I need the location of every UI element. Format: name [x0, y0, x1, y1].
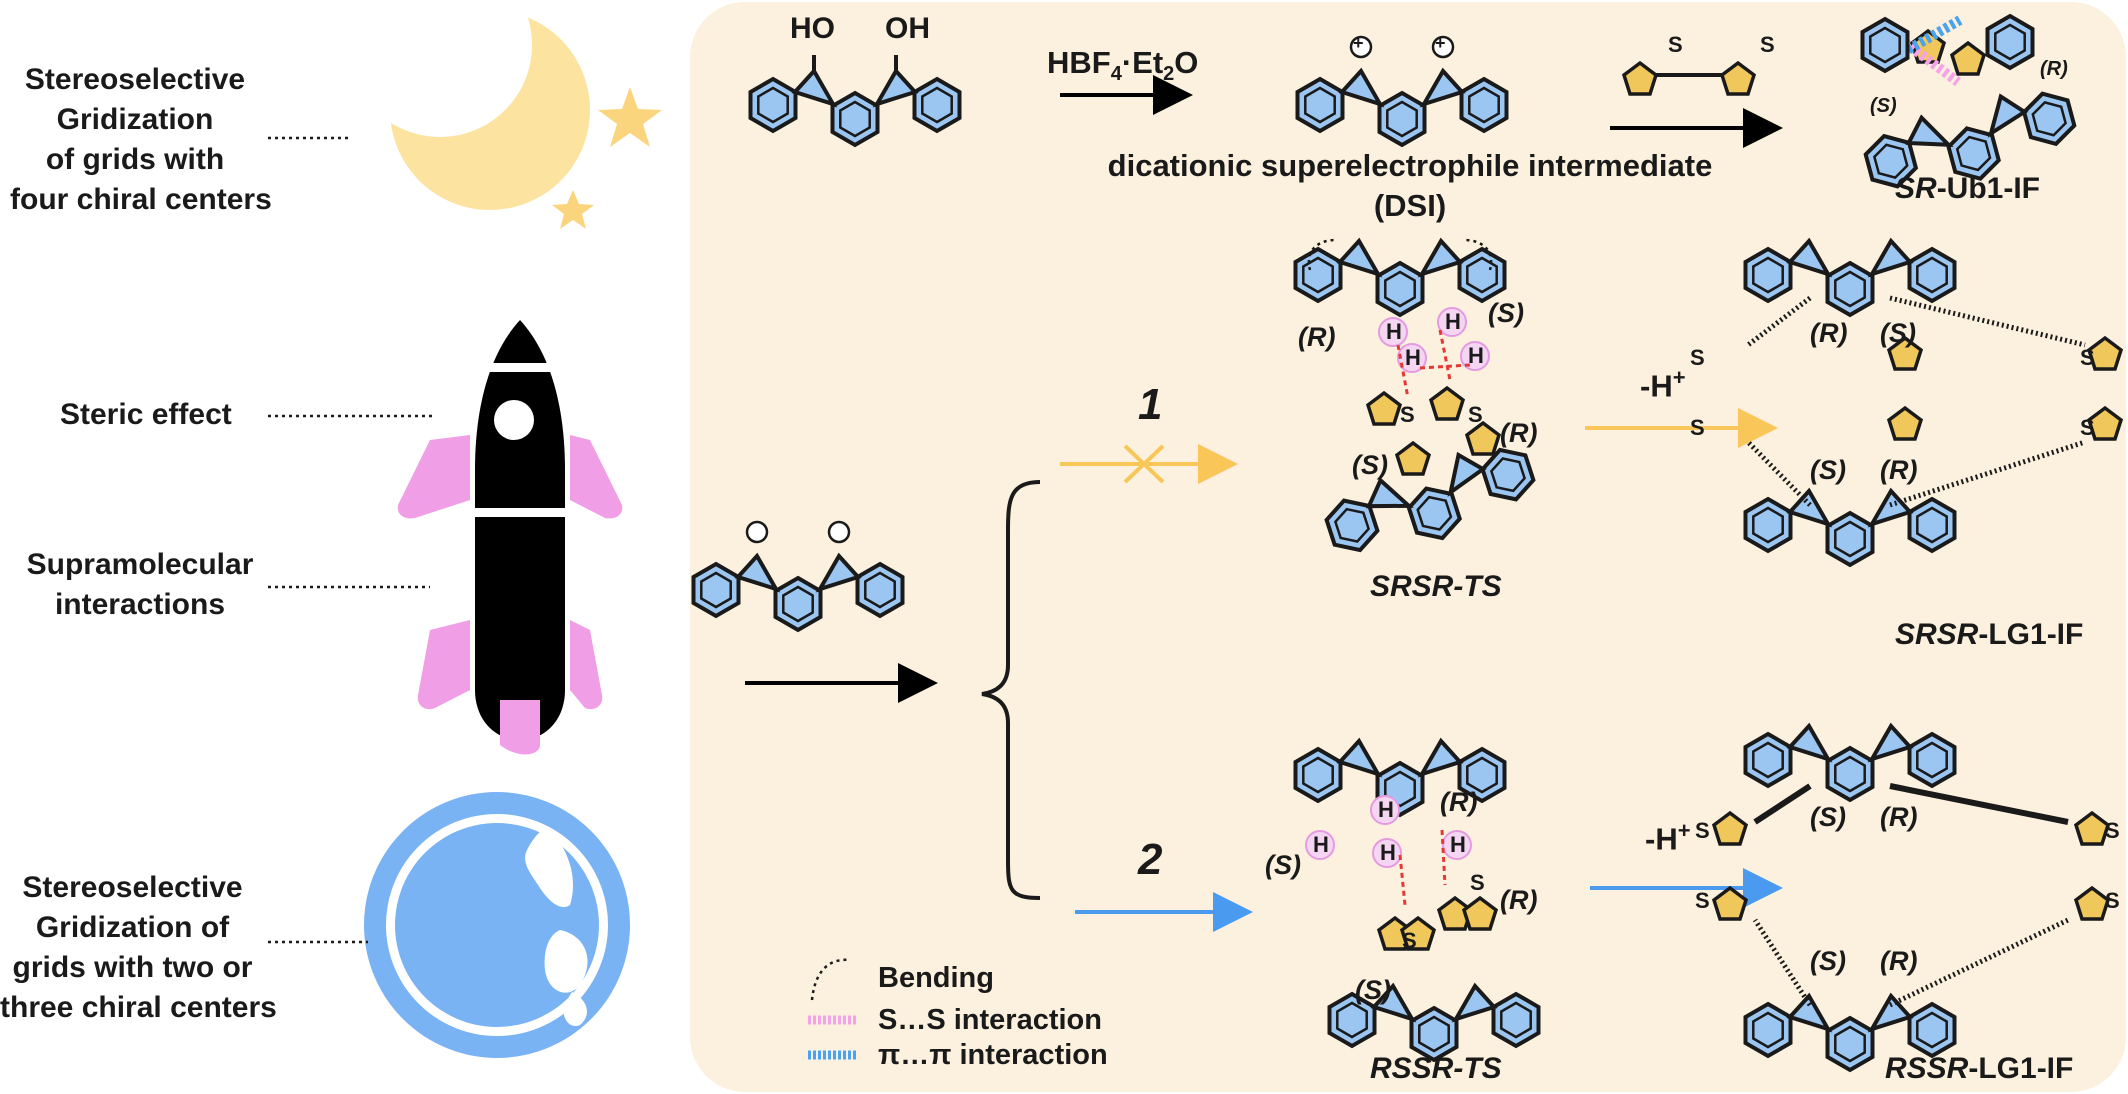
chirality-label: (R): [1500, 418, 1538, 448]
sulfur-label: S: [1470, 870, 1485, 895]
charge-label: +: [1353, 33, 1364, 53]
hydroxyl-label: HO: [790, 12, 835, 45]
sulfur-label: S: [1668, 32, 1683, 57]
sulfur-label: S: [1690, 345, 1705, 370]
srsr-ts-molecule: [1296, 238, 1542, 570]
reagent-label: HBF4·Et2O: [1047, 45, 1199, 86]
legend-bending: Bending: [878, 962, 994, 994]
sulfur-label: S: [1468, 402, 1483, 427]
sulfur-label: S: [1760, 32, 1775, 57]
hydroxyl-label: OH: [885, 12, 930, 45]
rssr-ts-molecule: [1296, 741, 1539, 1060]
moon-icon: [348, 0, 590, 210]
globe-icon: [364, 792, 630, 1058]
srsr-ts-name: SRSR-TS: [1370, 570, 1502, 603]
chirality-label: (S): [1355, 975, 1391, 1005]
sulfur-label: S: [1690, 415, 1705, 440]
sulfur-label: S: [1402, 928, 1417, 953]
chirality-label: (S): [1870, 95, 1897, 117]
chirality-label: (S): [1810, 946, 1846, 976]
hydrogen-label: H: [1313, 832, 1329, 857]
chirality-label: (R): [1880, 946, 1918, 976]
hydrogen-label: H: [1445, 309, 1461, 334]
label-steric-effect: Steric effect: [60, 398, 232, 431]
chirality-label: (R): [1880, 455, 1918, 485]
hydrogen-label: H: [1386, 319, 1402, 344]
sulfur-label: S: [1695, 818, 1710, 843]
srsr-lg1-name: SRSR-LG1-IF: [1895, 618, 2084, 651]
label-gridization-two-three: Stereoselective Gridization of grids wit…: [0, 871, 277, 1024]
star-icon: [552, 190, 594, 229]
chirality-label: (S): [1488, 298, 1524, 328]
chirality-label: (R): [1500, 885, 1538, 915]
chirality-label: (S): [1810, 802, 1846, 832]
intermediate-name: dicationic superelectrophile intermediat…: [1107, 148, 1713, 183]
hydrogen-label: H: [1405, 345, 1421, 370]
chirality-label: (S): [1810, 455, 1846, 485]
sulfur-label: S: [2105, 888, 2120, 913]
rocket-icon: [397, 320, 623, 755]
sulfur-label: S: [1400, 402, 1415, 427]
chirality-label: (S): [1265, 850, 1301, 880]
chirality-label: (R): [1810, 318, 1848, 348]
chirality-label: (R): [2040, 58, 2068, 80]
intermediate-abbr: (DSI): [1373, 188, 1447, 223]
hydrogen-label: H: [1378, 797, 1394, 822]
sulfur-label: S: [2080, 415, 2095, 440]
label-gridization-four: Stereoselective Gridization of grids wit…: [10, 63, 272, 216]
deprotonation-label: -H+: [1645, 818, 1691, 857]
deprotonation-label: -H+: [1640, 365, 1686, 404]
chirality-label: (S): [1880, 318, 1916, 348]
sulfur-label: S: [2105, 818, 2120, 843]
chirality-label: (R): [1298, 322, 1336, 352]
chirality-label: (R): [1880, 802, 1918, 832]
hydrogen-label: H: [1380, 840, 1396, 865]
legend-pipi: π…π interaction: [878, 1039, 1108, 1071]
pathway-1-number: 1: [1138, 380, 1163, 429]
sulfur-label: S: [2080, 345, 2095, 370]
charge-label: +: [1435, 33, 1446, 53]
hydrogen-label: H: [1468, 343, 1484, 368]
ub1-name: SR-Ub1-IF: [1895, 172, 2041, 205]
hydrogen-label: H: [1450, 832, 1466, 857]
pathway-2-number: 2: [1138, 835, 1163, 884]
ub1-molecule: [1860, 14, 2081, 206]
chirality-label: (R): [1440, 787, 1478, 817]
sulfur-label: S: [1695, 888, 1710, 913]
chirality-label: (S): [1352, 450, 1388, 480]
rssr-lg1-name: RSSR-LG1-IF: [1885, 1052, 2074, 1085]
label-supramolecular: Supramolecular interactions: [26, 548, 254, 621]
rssr-ts-name: RSSR-TS: [1370, 1052, 1502, 1085]
star-icon: [598, 87, 662, 147]
legend-ss: S…S interaction: [878, 1004, 1102, 1036]
